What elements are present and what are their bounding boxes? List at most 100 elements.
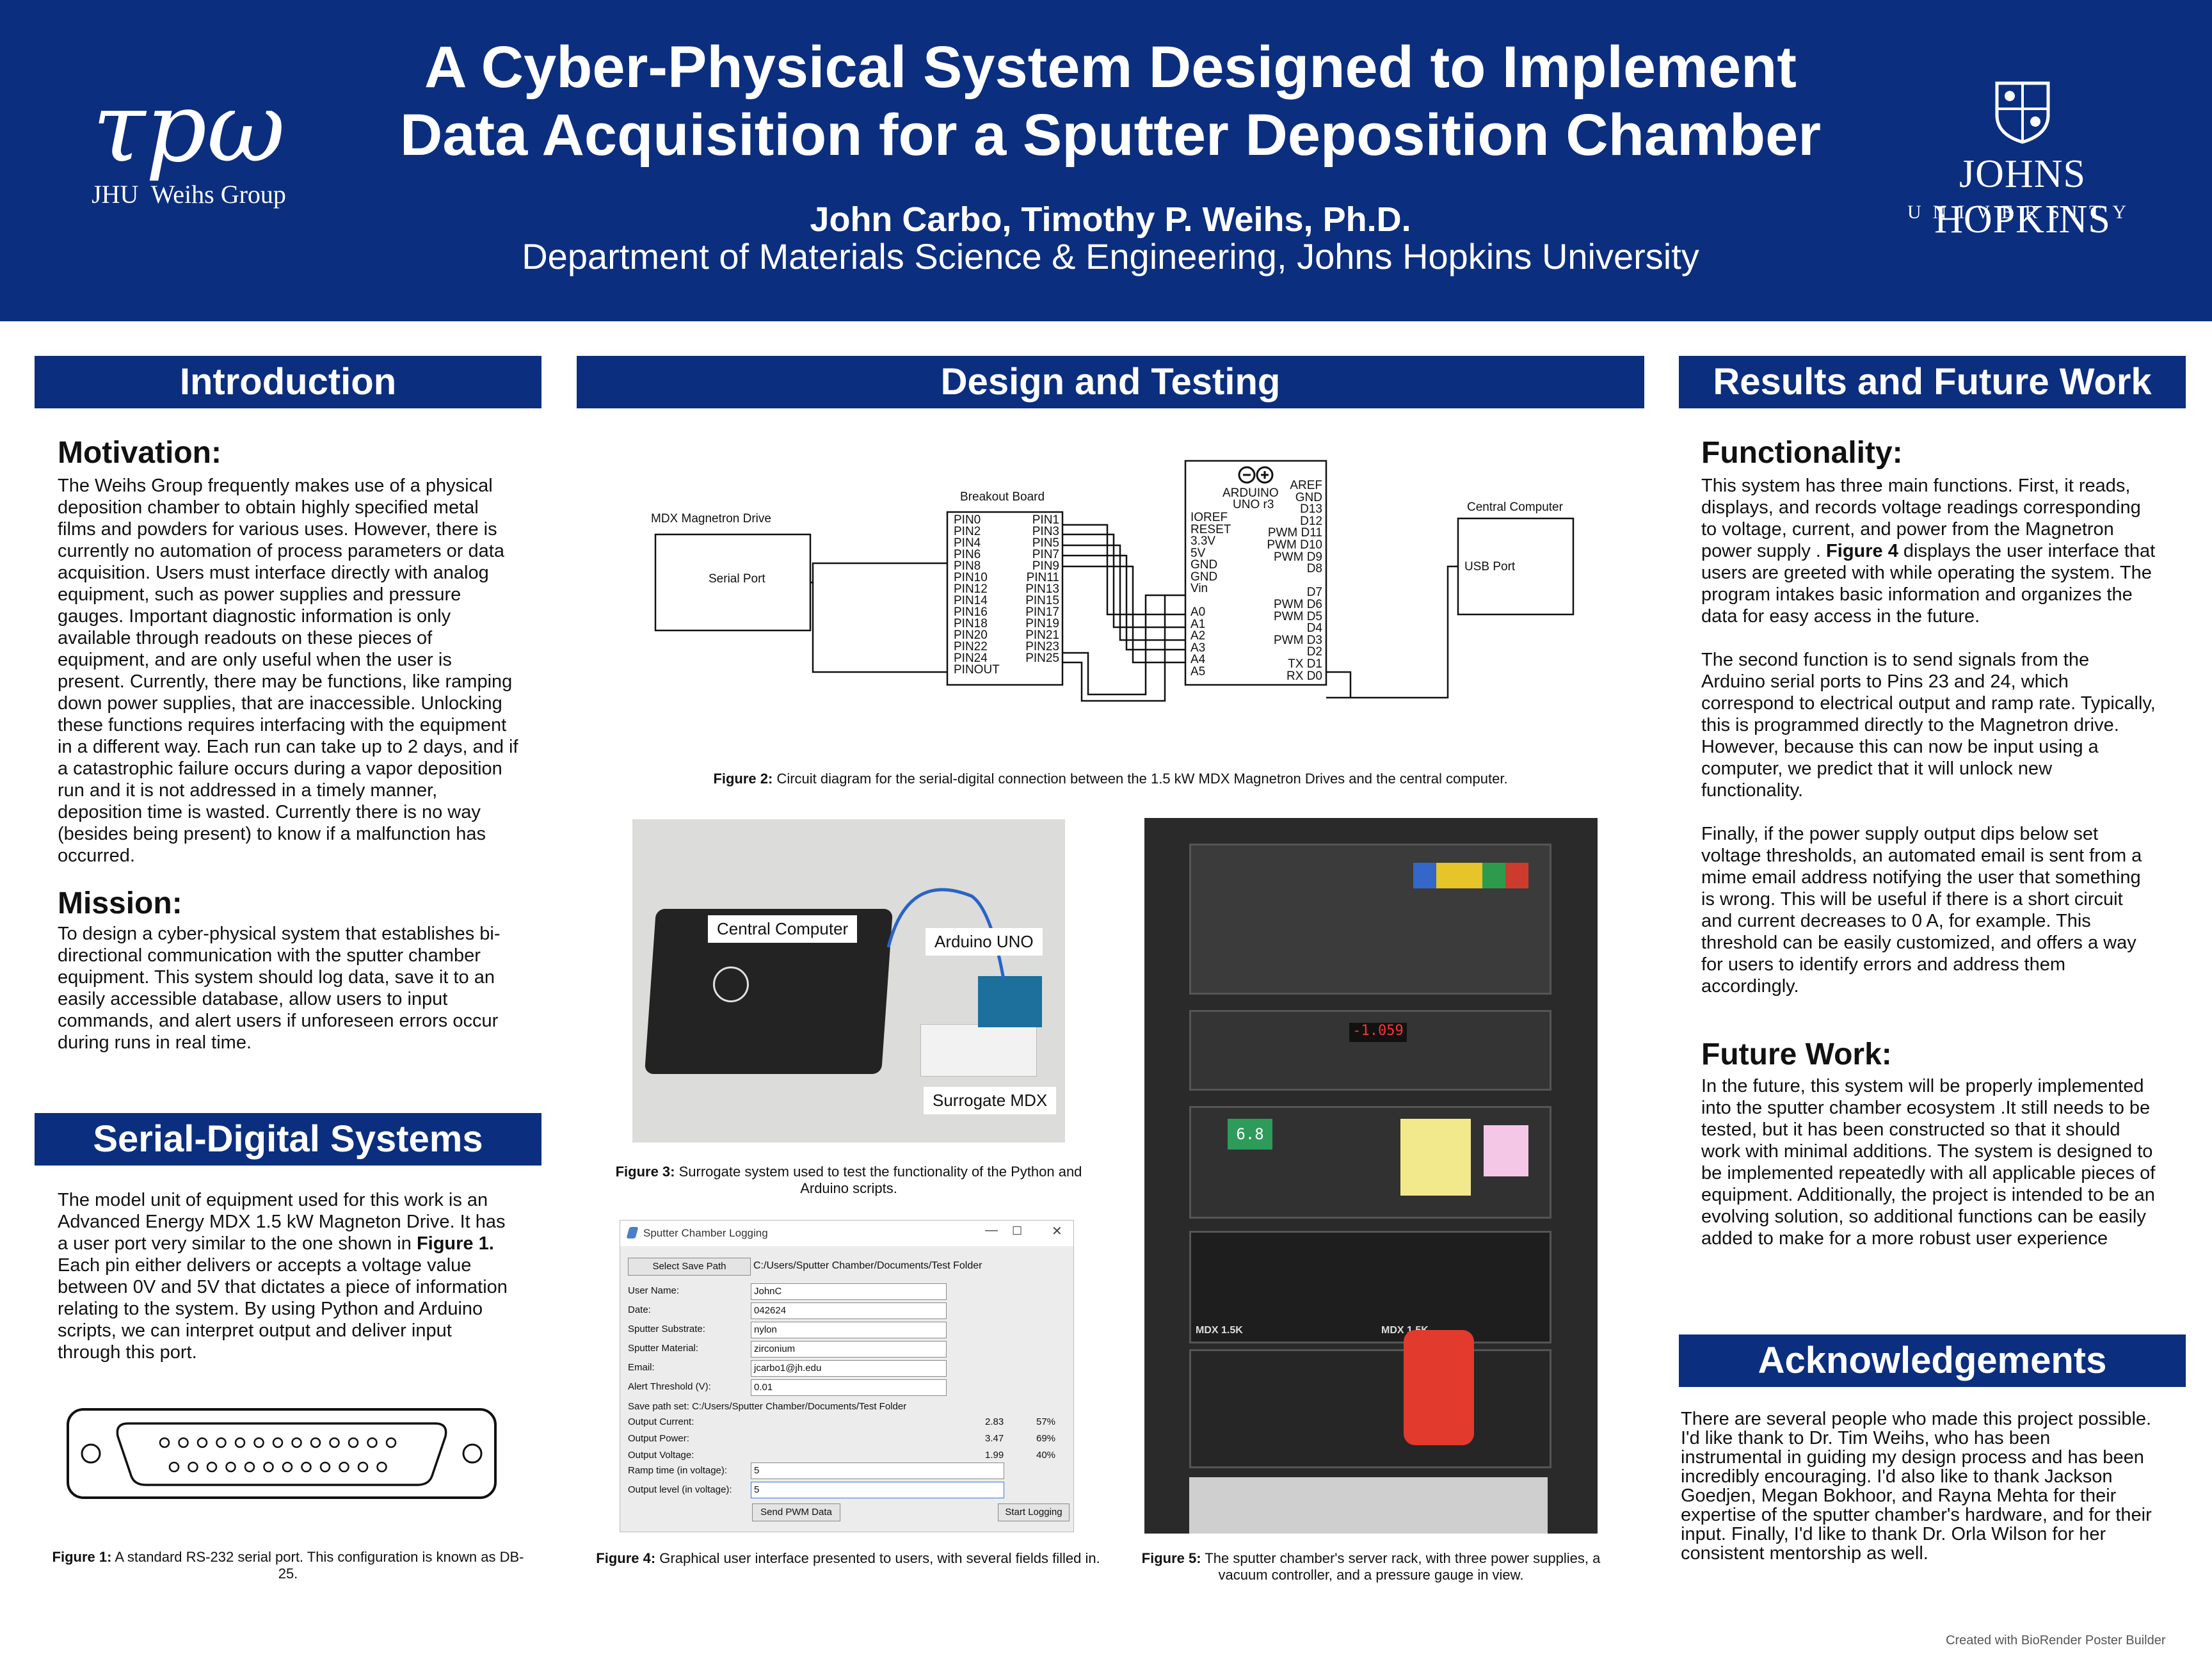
gui-field-input[interactable]: 0.01 xyxy=(751,1379,947,1396)
usb-port-label: USB Port xyxy=(1464,560,1516,573)
pin-label: PIN20 xyxy=(954,629,988,642)
functionality-text: This system has three main functions. Fi… xyxy=(1701,475,2157,997)
vent-panel xyxy=(1189,1349,1551,1468)
pin-label: A1 xyxy=(1190,617,1206,631)
section-header-design: Design and Testing xyxy=(577,356,1644,408)
db25-pin xyxy=(310,1437,321,1448)
functionality-paragraph-1: This system has three main functions. Fi… xyxy=(1701,475,2157,627)
output-level-input[interactable]: 5 xyxy=(751,1482,1004,1498)
db25-pin xyxy=(178,1437,189,1448)
gui-field-input[interactable]: zirconium xyxy=(751,1341,947,1358)
pin-label: PIN8 xyxy=(954,559,981,573)
db25-pin xyxy=(206,1461,218,1473)
pin-label: PWM D6 xyxy=(1274,597,1322,611)
gui-field-input[interactable]: jcarbo1@jh.edu xyxy=(751,1360,947,1377)
section-header-introduction: Introduction xyxy=(35,356,541,408)
figure-2-text: Circuit diagram for the serial-digital c… xyxy=(773,771,1508,787)
figure-2-caption: Figure 2: Circuit diagram for the serial… xyxy=(577,771,1644,787)
gui-field-input[interactable]: 042624 xyxy=(751,1302,947,1319)
functionality-heading: Functionality: xyxy=(1701,436,1903,470)
db25-pin xyxy=(168,1461,180,1473)
pin-label: PIN18 xyxy=(954,617,988,630)
close-icon[interactable]: ✕ xyxy=(1052,1224,1062,1238)
pin-label: D4 xyxy=(1306,621,1322,636)
pin-label: PIN11 xyxy=(1026,571,1059,584)
arduino-logo-icon xyxy=(1238,466,1274,484)
pin-label: A4 xyxy=(1190,653,1206,666)
pin-label: PIN23 xyxy=(1025,640,1059,653)
pin-label: D13 xyxy=(1300,502,1322,517)
gui-title-bar xyxy=(620,1221,1073,1246)
future-work-text: In the future, this system will be prope… xyxy=(1701,1076,2156,1249)
breakout-label: Breakout Board xyxy=(960,490,1045,504)
pin-label: PIN17 xyxy=(1025,605,1059,619)
figure-3-text: Surrogate system used to test the functi… xyxy=(675,1164,1082,1196)
start-logging-button[interactable]: Start Logging xyxy=(998,1503,1070,1521)
circuit-diagram: MDX Magnetron Drive Serial Port Breakout… xyxy=(640,448,1587,717)
save-path-set-text: Save path set: C:/Users/Sputter Chamber/… xyxy=(628,1401,907,1412)
db25-bottom-pins xyxy=(168,1461,387,1473)
tpw-logo-mark: τpω xyxy=(92,72,285,184)
gui-output-label: Output Current: xyxy=(628,1416,694,1427)
pin-label: RESET xyxy=(1190,522,1231,536)
sticky-note-pink xyxy=(1484,1125,1528,1176)
surrogate-system-photo: Central Computer Arduino UNO Surrogate M… xyxy=(632,819,1065,1142)
figure-4-text: Graphical user interface presented to us… xyxy=(655,1550,1100,1566)
pin-label: PIN15 xyxy=(1025,594,1059,607)
minimize-icon[interactable]: — xyxy=(985,1223,998,1237)
pin-label: PIN9 xyxy=(1032,559,1059,573)
pin-label: PIN16 xyxy=(954,605,988,619)
gui-output-value: 3.47 xyxy=(985,1433,1004,1444)
db25-pin xyxy=(291,1437,302,1448)
pin-label: PIN6 xyxy=(954,548,981,561)
footer-credit: Created with BioRender Poster Builder xyxy=(1946,1633,2166,1647)
gui-output-label: Output Power: xyxy=(628,1433,689,1444)
arduino-board-image xyxy=(978,976,1042,1027)
pin-label: PIN12 xyxy=(954,582,988,596)
photo-label-arduino: Arduino UNO xyxy=(926,928,1043,956)
p1-figure-ref: Figure 4 xyxy=(1826,541,1898,561)
pin-label: PWM D5 xyxy=(1274,609,1322,623)
db25-pin xyxy=(225,1461,236,1473)
db25-pin xyxy=(319,1461,331,1473)
gui-output-percent: 40% xyxy=(1036,1450,1056,1461)
gui-field-label: Sputter Material: xyxy=(628,1343,699,1354)
serial-text-b: Each pin either delivers or accepts a vo… xyxy=(58,1255,508,1363)
title-line-1: A Cyber-Physical System Designed to Impl… xyxy=(424,35,1797,100)
send-pwm-button[interactable]: Send PWM Data xyxy=(752,1503,840,1521)
figure-1-text: A standard RS-232 serial port. This conf… xyxy=(111,1549,524,1582)
db25-pin xyxy=(188,1461,198,1473)
pin-label: PINOUT xyxy=(954,663,1000,677)
ramp-time-input[interactable]: 5 xyxy=(751,1463,1004,1479)
serial-port-label: Serial Port xyxy=(709,572,765,586)
jhu-logo-name: JOHNS HOPKINS xyxy=(1934,152,2111,241)
gui-field-label: User Name: xyxy=(628,1285,680,1296)
pin-label: AREF xyxy=(1290,479,1322,492)
select-save-path-button[interactable]: Select Save Path xyxy=(628,1258,751,1276)
pin-label: PIN7 xyxy=(1032,548,1059,561)
functionality-paragraph-2: The second function is to send signals f… xyxy=(1701,650,2156,801)
db25-pin xyxy=(376,1461,387,1473)
db25-top-pins xyxy=(159,1437,397,1448)
gui-field-input[interactable]: nylon xyxy=(751,1322,947,1338)
pin-label: PIN14 xyxy=(954,594,988,607)
tpw-logo-line: JHU Weihs Group xyxy=(92,180,286,209)
pin-label: PIN3 xyxy=(1032,525,1059,538)
db25-port-diagram xyxy=(67,1408,497,1499)
selected-path-text: C:/Users/Sputter Chamber/Documents/Test … xyxy=(753,1260,982,1271)
pin-label: PIN0 xyxy=(954,513,981,527)
title-line-2: Data Acquisition for a Sputter Depositio… xyxy=(399,102,1822,168)
maximize-icon[interactable]: ☐ xyxy=(1012,1224,1023,1237)
gui-output-value: 1.99 xyxy=(985,1450,1004,1461)
gui-field-label: Sputter Substrate: xyxy=(628,1324,705,1334)
gui-output-label: Output Voltage: xyxy=(628,1450,694,1461)
gui-field-input[interactable]: JohnC xyxy=(751,1283,947,1300)
arduino-subtitle: UNO r3 xyxy=(1233,498,1274,511)
db25-pin xyxy=(196,1437,208,1448)
indicator-buttons xyxy=(1413,863,1528,888)
vacuum-readout: -1.059 xyxy=(1349,1023,1407,1042)
